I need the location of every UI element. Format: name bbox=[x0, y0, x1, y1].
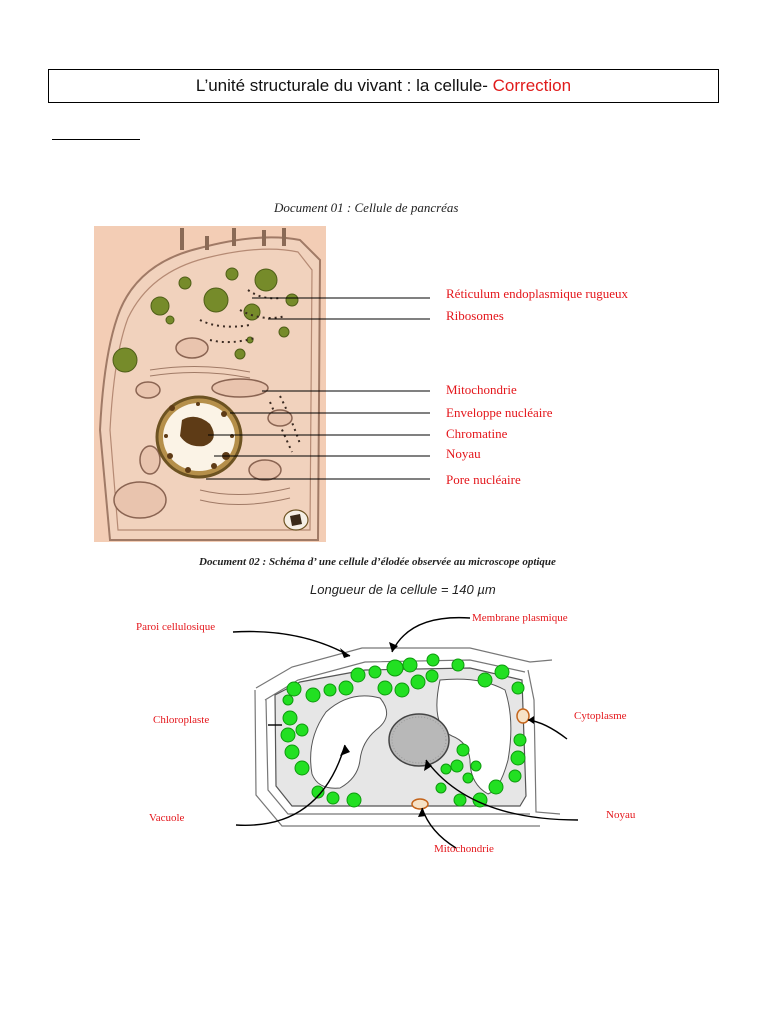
label-vacuole: Vacuole bbox=[149, 812, 184, 824]
label-paroi: Paroi cellulosique bbox=[136, 621, 215, 633]
label-enveloppe: Enveloppe nucléaire bbox=[446, 405, 552, 421]
label-rer: Réticulum endoplasmique rugueux bbox=[446, 286, 628, 302]
label-chloroplaste: Chloroplaste bbox=[153, 714, 209, 726]
label-pore: Pore nucléaire bbox=[446, 472, 521, 488]
doc2-caption: Document 02 : Schéma d’ une cellule d’él… bbox=[199, 556, 556, 568]
label-mitochondrie-2: Mitochondrie bbox=[434, 843, 494, 855]
elodea-nucleus bbox=[389, 714, 449, 766]
label-mitochondrie-1: Mitochondrie bbox=[446, 382, 517, 398]
label-noyau-2: Noyau bbox=[606, 809, 635, 821]
doc2-length: Longueur de la cellule = 140 µm bbox=[310, 582, 496, 597]
label-membrane: Membrane plasmique bbox=[472, 612, 568, 624]
label-noyau-1: Noyau bbox=[446, 446, 481, 462]
label-cytoplasme: Cytoplasme bbox=[574, 710, 627, 722]
elodea-cell-schema bbox=[233, 618, 578, 848]
label-ribosomes: Ribosomes bbox=[446, 308, 504, 324]
label-chromatine: Chromatine bbox=[446, 426, 507, 442]
